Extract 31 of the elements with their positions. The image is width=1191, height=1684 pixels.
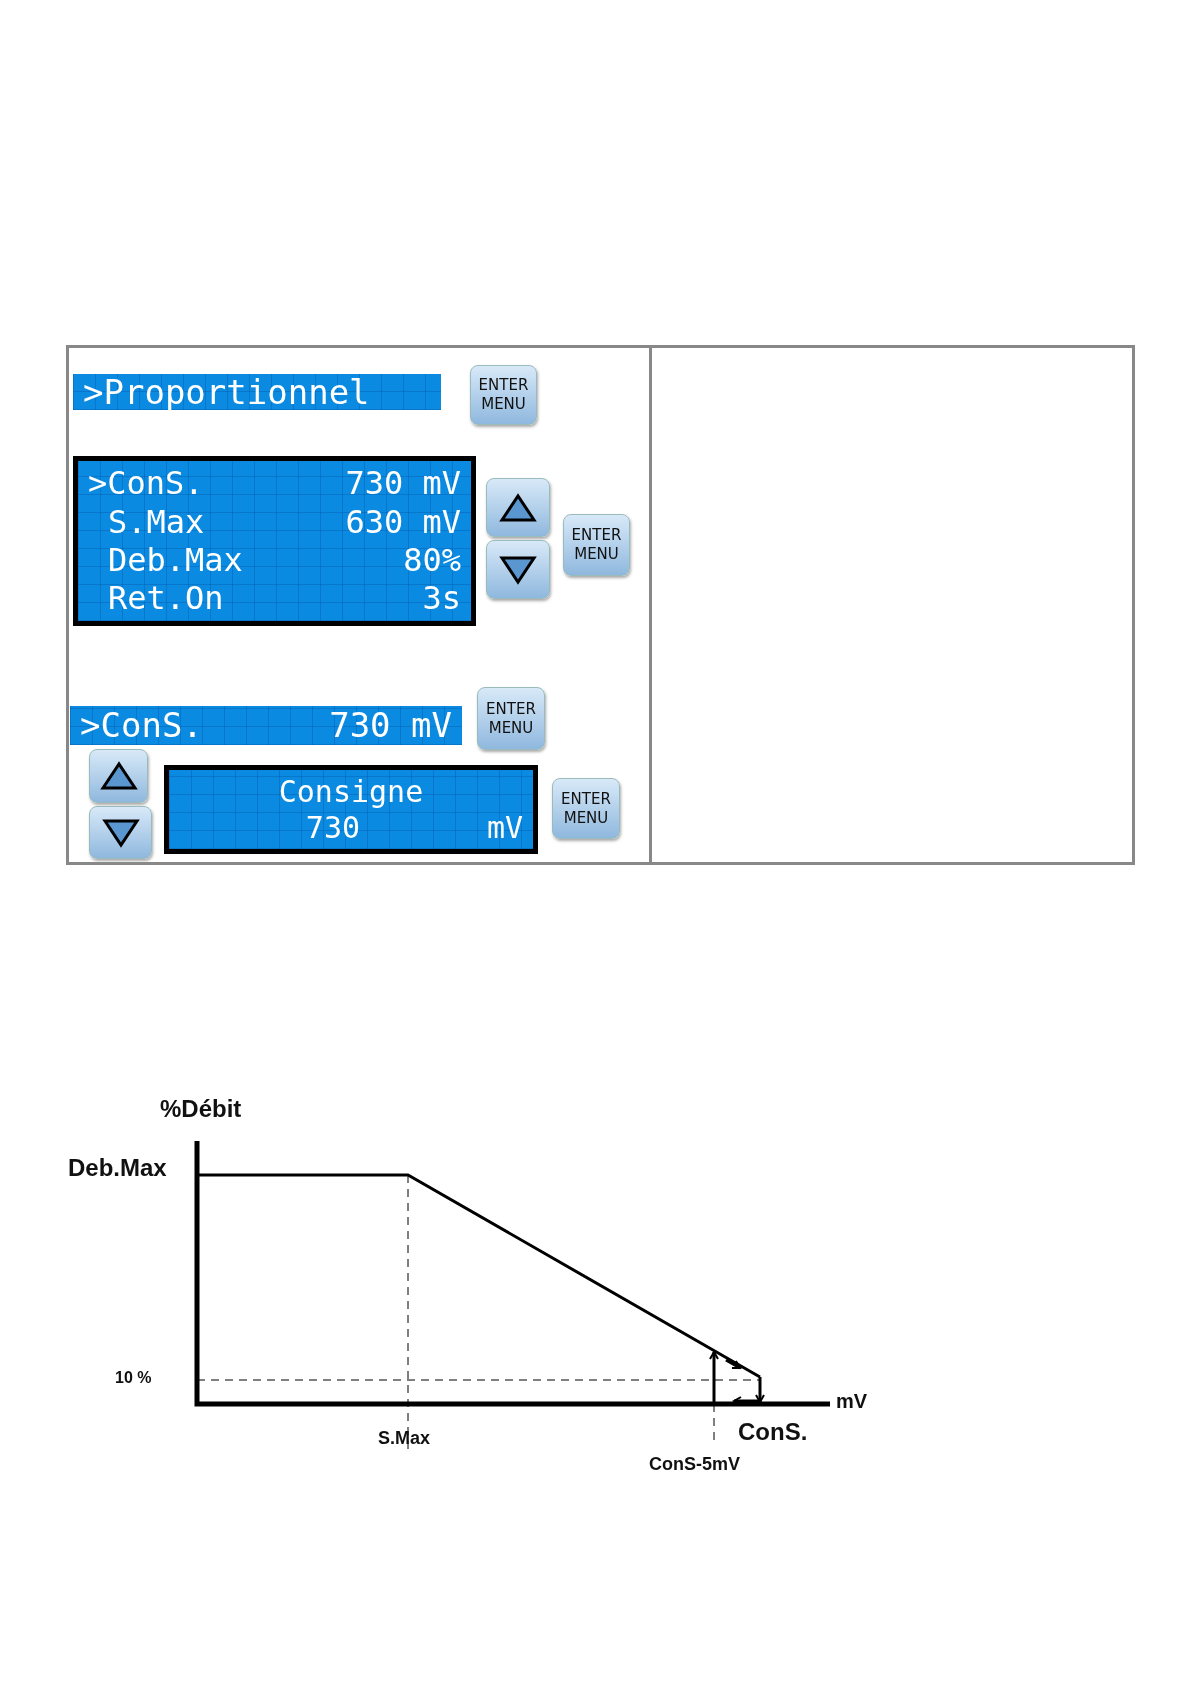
lcd-text: 3s: [422, 579, 461, 618]
axis-unit-label: mV: [836, 1390, 868, 1413]
enter-menu-button: ENTER MENU: [470, 365, 537, 425]
down-arrow-button: [89, 806, 152, 859]
enter-menu-button: ENTER MENU: [552, 778, 620, 839]
enter-menu-button: ENTER MENU: [477, 687, 545, 750]
lcd-text: 730: [305, 809, 361, 846]
lcd-text: 630 mV: [345, 502, 461, 541]
axis-tick-label: ConS.: [738, 1418, 808, 1446]
lcd-text: 730 mV: [345, 464, 461, 503]
enter-menu-button: ENTER MENU: [563, 514, 630, 576]
lcd-text: mV: [486, 809, 523, 846]
lcd-text: 80%: [403, 541, 461, 580]
lcd-text: Deb.Max: [107, 541, 243, 580]
lcd-text: Consigne: [278, 773, 424, 810]
axis-tick-label: 10 %: [115, 1369, 152, 1387]
axis-tick-label: Deb.Max: [68, 1154, 167, 1182]
lcd-display: [73, 456, 476, 626]
lcd-text: >Proportionnel: [83, 371, 370, 413]
axis-tick-label: ConS-5mV: [649, 1454, 740, 1475]
lcd-text: 730 mV: [329, 705, 452, 746]
axis-tick-label: S.Max: [378, 1428, 431, 1449]
lcd-text: Ret.On: [107, 579, 224, 618]
axis-title: %Débit: [160, 1095, 242, 1123]
lcd-text: >ConS.: [88, 464, 204, 503]
lcd-text: >ConS.: [80, 705, 203, 746]
down-arrow-button: [486, 540, 550, 599]
up-arrow-button: [486, 478, 550, 537]
lcd-display: [164, 765, 538, 854]
lcd-text: S.Max: [107, 502, 205, 541]
up-arrow-button: [89, 749, 148, 803]
